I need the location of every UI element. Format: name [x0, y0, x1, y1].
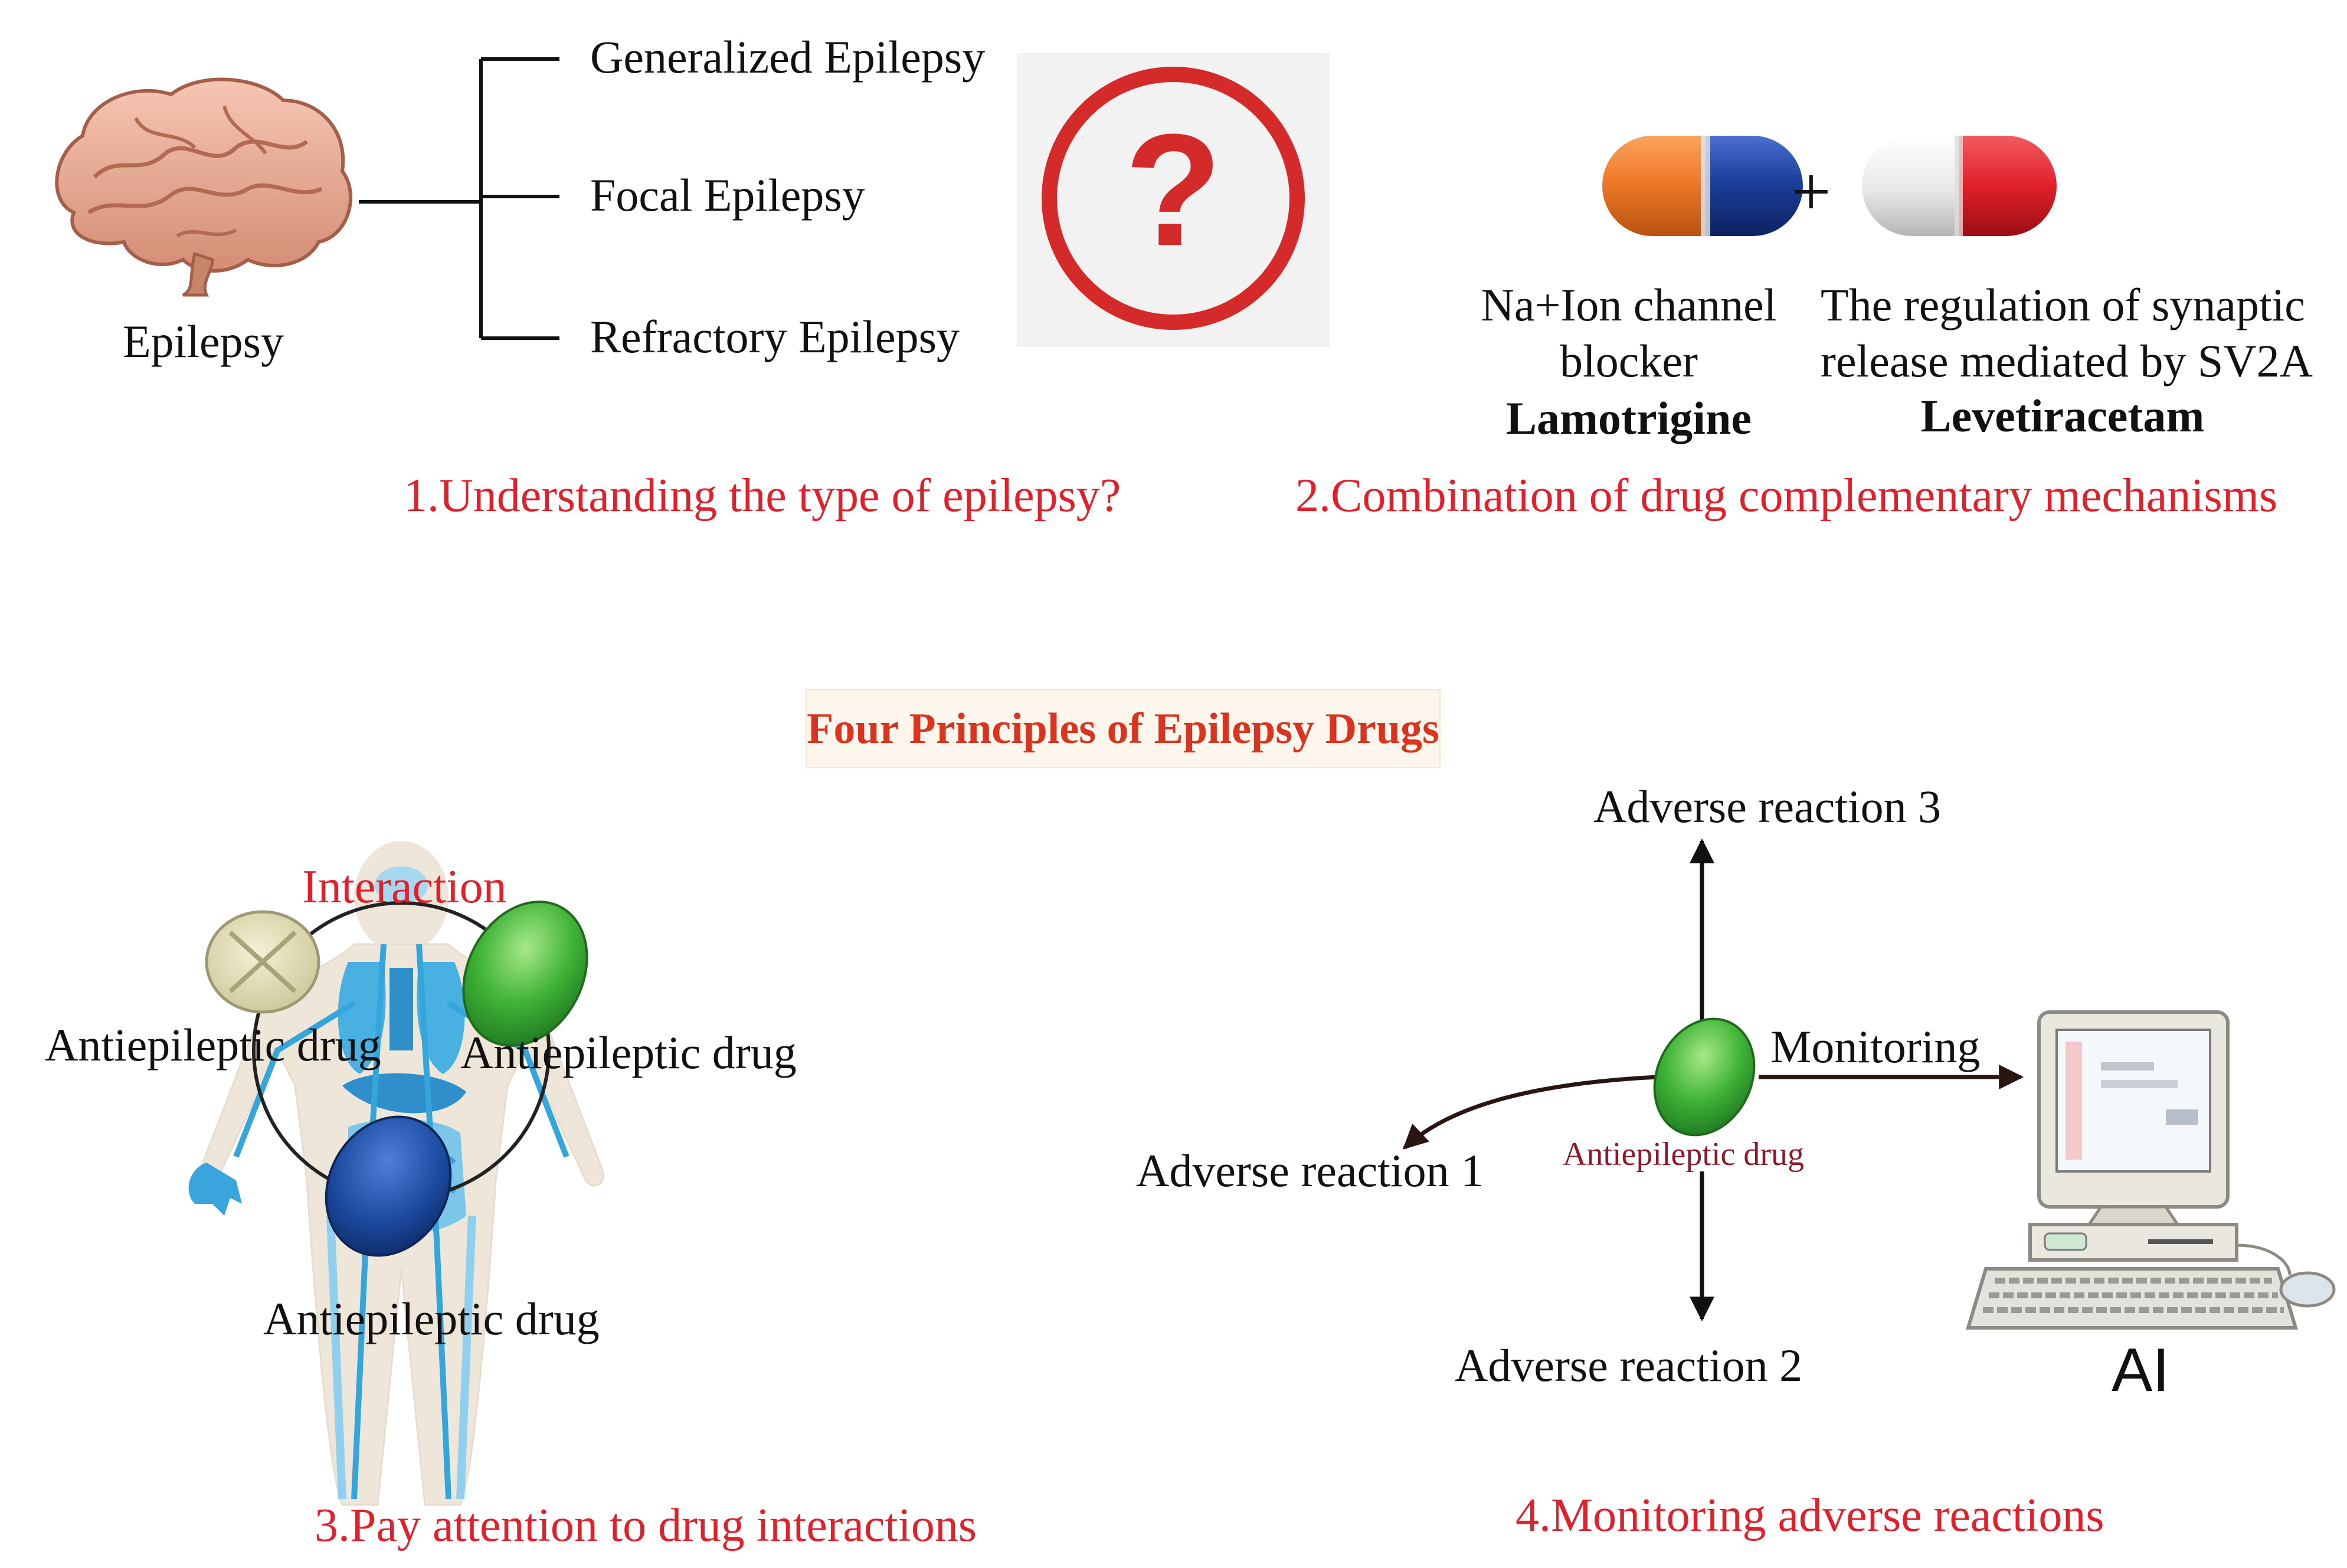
- ai-label: AI: [2112, 1336, 2170, 1405]
- adverse-reaction-2: Adverse reaction 2: [1455, 1340, 1803, 1391]
- question-circle-icon: [1017, 53, 1330, 347]
- computer-icon: [1965, 1010, 2336, 1330]
- adverse-reaction-3: Adverse reaction 3: [1593, 781, 1942, 832]
- drug1-name: Lamotrigine: [1506, 392, 1752, 444]
- drug1-mechanism-line1: Na+Ion channel: [1481, 279, 1777, 330]
- center-title-box: Four Principles of Epilepsy Drugs: [806, 689, 1441, 768]
- tablet-cream-icon: [205, 910, 320, 1014]
- adverse-reaction-1: Adverse reaction 1: [1136, 1145, 1484, 1196]
- epilepsy-type-generalized: Generalized Epilepsy: [590, 31, 986, 83]
- drug-label-center: Antiepileptic drug: [1563, 1136, 1805, 1173]
- caption-4: 4.Monitoring adverse reactions: [1515, 1490, 2104, 1541]
- drug-label-bottom: Antiepileptic drug: [263, 1293, 600, 1344]
- tablet-green-icon: [462, 901, 588, 1047]
- drug1-mechanism-line2: blocker: [1560, 335, 1698, 387]
- capsule-orange-blue-icon: [1602, 136, 1803, 236]
- drug-label-left: Antiepileptic drug: [45, 1019, 381, 1071]
- question-mark-glyph: ?: [1124, 102, 1222, 279]
- interaction-label: Interaction: [302, 861, 507, 913]
- drug-label-right: Antiepileptic drug: [460, 1027, 797, 1078]
- caption-2: 2.Combination of drug complementary mech…: [1295, 470, 2278, 522]
- tablet-green-monitor-icon: [1653, 1017, 1756, 1137]
- drug2-mechanism-line2: release mediated by SV2A: [1821, 335, 2313, 387]
- monitoring-label: Monitoring: [1770, 1021, 1981, 1072]
- epilepsy-type-focal: Focal Epilepsy: [590, 169, 865, 221]
- adverse-arrows: [1402, 838, 2024, 1322]
- epilepsy-type-connector: [359, 57, 559, 340]
- center-title: Four Principles of Epilepsy Drugs: [807, 705, 1439, 753]
- caption-3: 3.Pay attention to drug interactions: [315, 1500, 977, 1551]
- capsule-white-red-icon: [1862, 136, 2057, 236]
- drug2-mechanism-line1: The regulation of synaptic: [1821, 279, 2305, 330]
- epilepsy-label: Epilepsy: [123, 316, 284, 367]
- caption-1: 1.Understanding the type of epilepsy?: [404, 470, 1121, 522]
- tablet-navy-icon: [325, 1115, 452, 1257]
- epilepsy-type-refractory: Refractory Epilepsy: [590, 311, 960, 362]
- drug2-name: Levetiracetam: [1920, 390, 2205, 441]
- brain-icon: [55, 77, 352, 297]
- plus-sign: +: [1791, 152, 1831, 231]
